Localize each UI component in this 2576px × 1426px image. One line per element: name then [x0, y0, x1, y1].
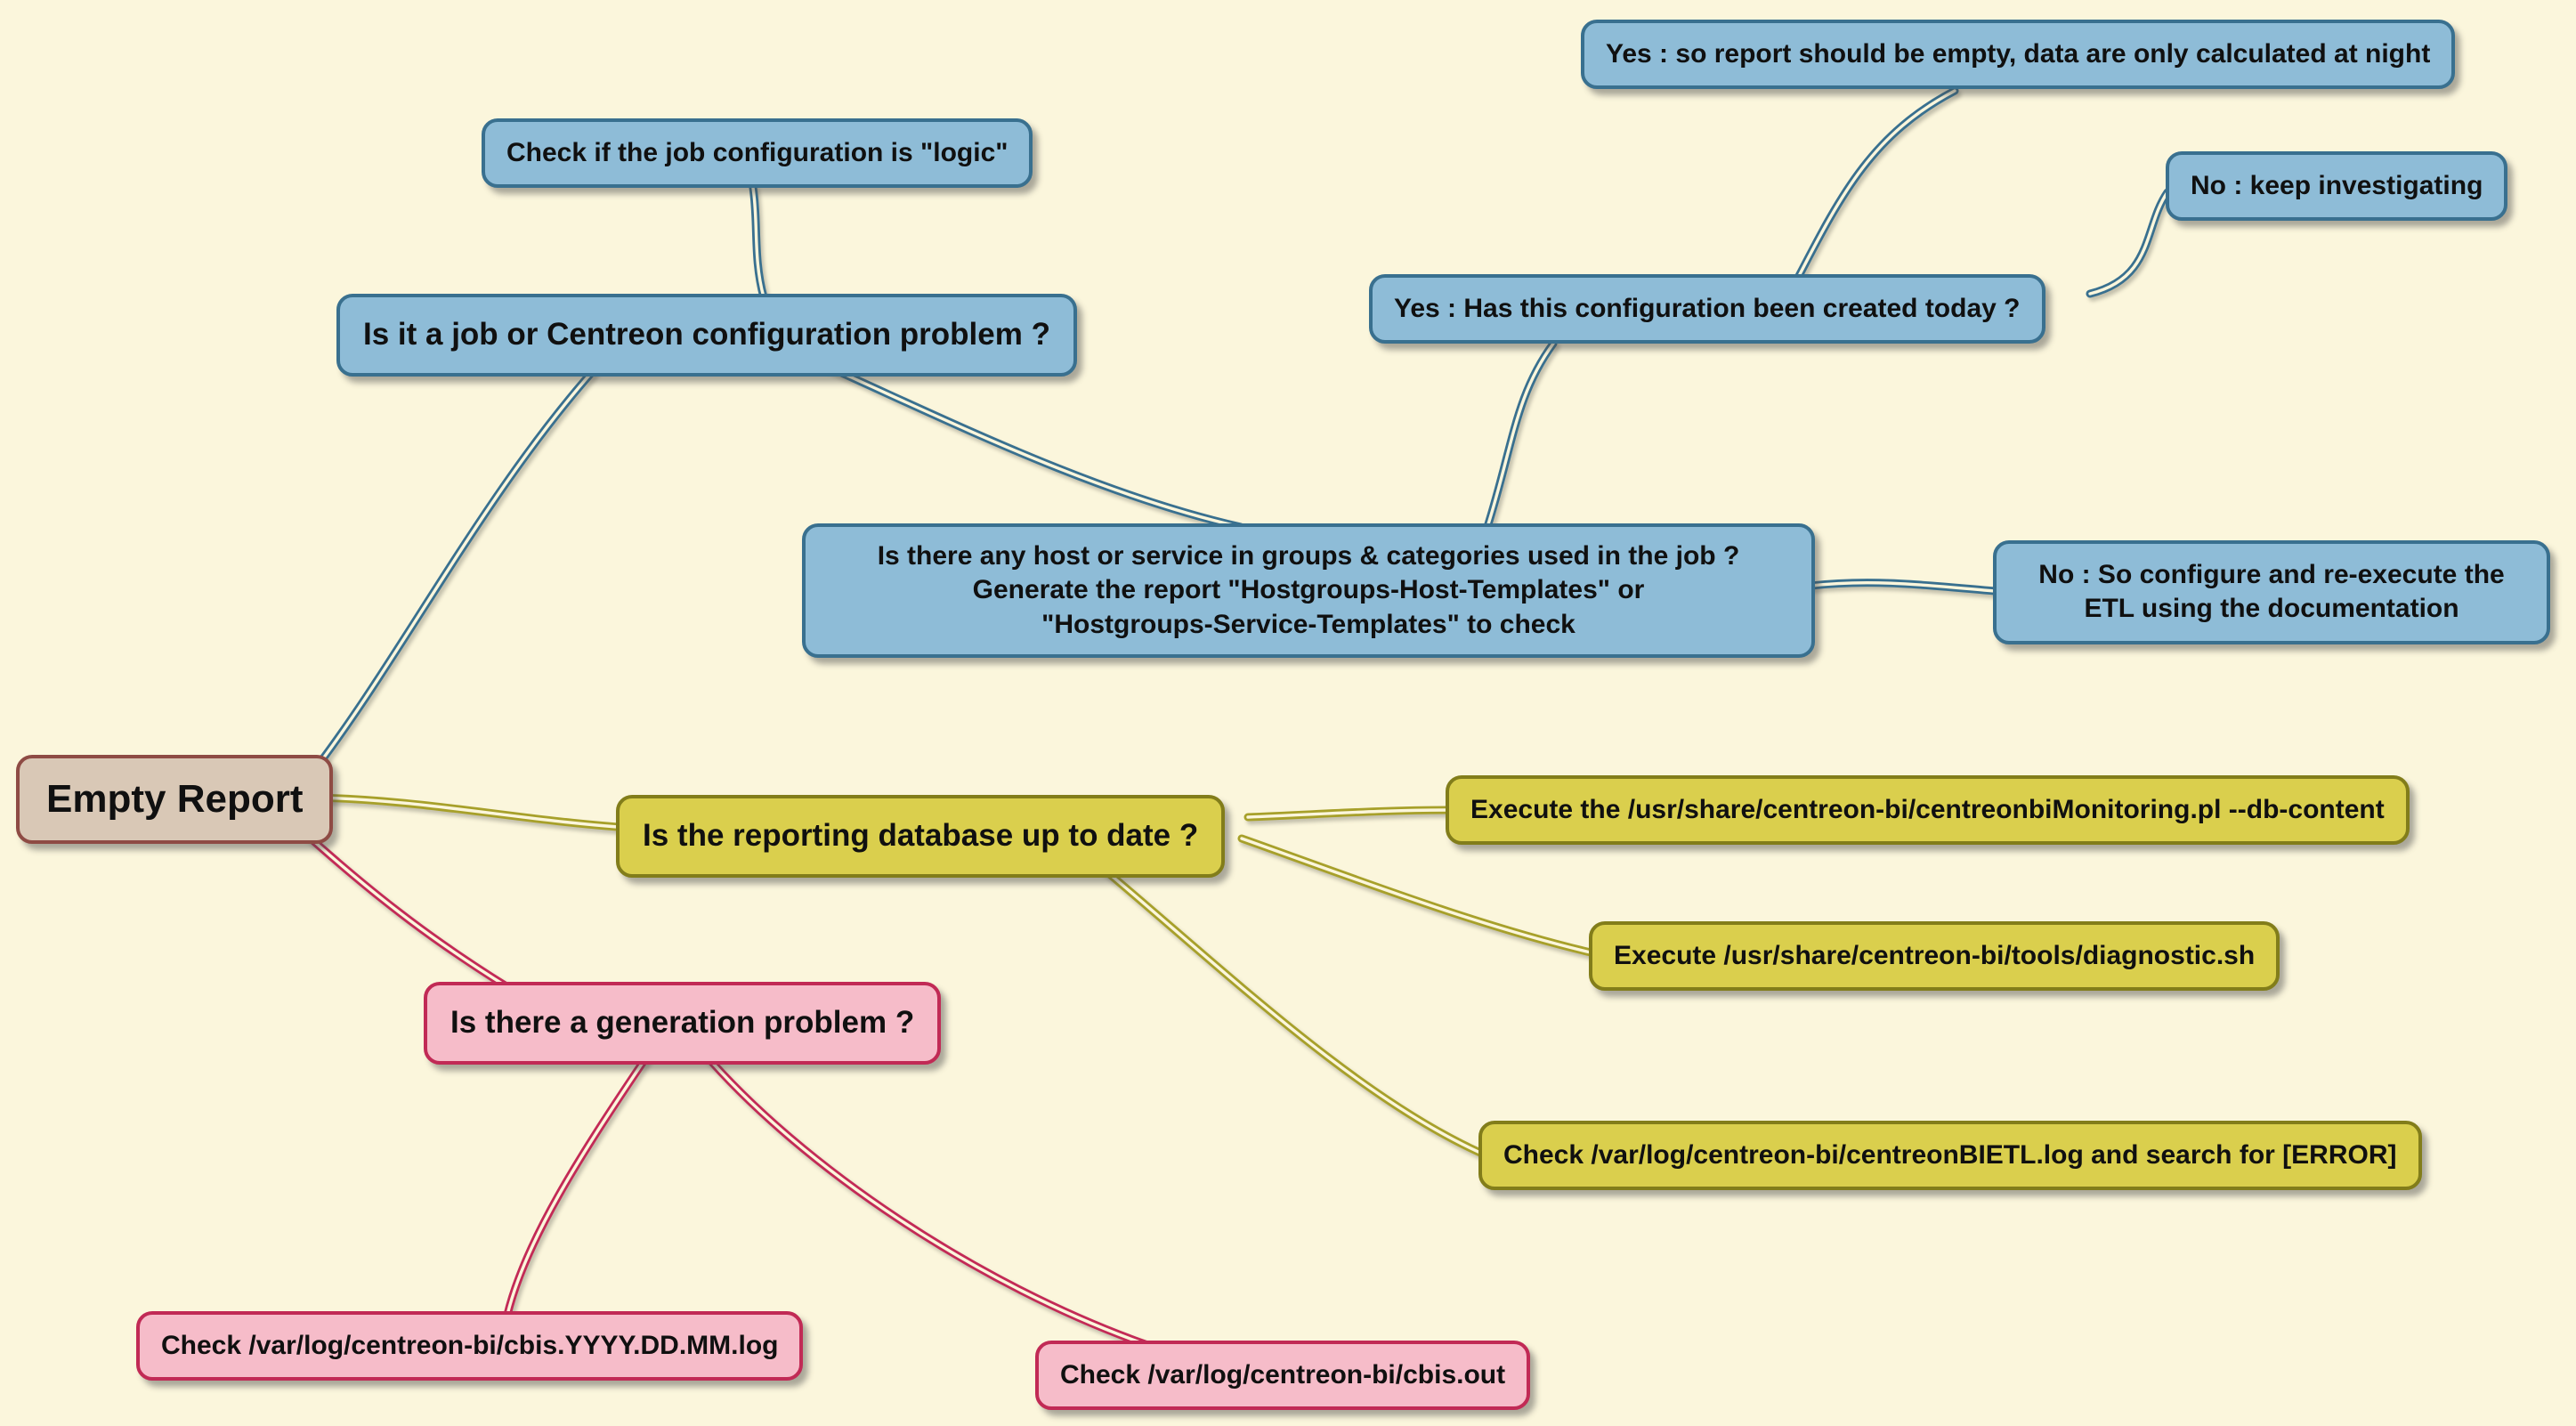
edge-empty-report-to-config-problem — [310, 371, 593, 776]
node-hostgroups-check[interactable]: Is there any host or service in groups &… — [802, 523, 1815, 659]
node-check-job-config-logic[interactable]: Check if the job configuration is "logic… — [482, 118, 1033, 189]
node-execute-centreonbimonitoring[interactable]: Execute the /usr/share/centreon-bi/centr… — [1446, 775, 2410, 846]
edge-generation-problem-to-cbis-dated-log — [507, 1052, 650, 1315]
edge-created-today-to-empty-at-night — [1799, 91, 1955, 276]
edge-empty-report-to-db-up-to-date — [313, 798, 618, 827]
node-check-bietl-log[interactable]: Check /var/log/centreon-bi/centreonBIETL… — [1478, 1121, 2422, 1191]
node-config-created-today[interactable]: Yes : Has this configuration been create… — [1369, 274, 2045, 344]
node-check-cbis-out[interactable]: Check /var/log/centreon-bi/cbis.out — [1035, 1341, 1531, 1411]
edge-config-problem-to-hostgroups — [828, 367, 1241, 527]
node-execute-diagnostic-sh[interactable]: Execute /usr/share/centreon-bi/tools/dia… — [1589, 921, 2280, 992]
edge-hostgroups-to-created-today — [1487, 344, 1553, 527]
edge-created-today-to-keep-investigating — [2090, 192, 2167, 294]
edge-hostgroups-to-configure-etl — [1811, 583, 1995, 591]
edge-db-up-to-date-to-diagnostic-sh — [1242, 839, 1591, 952]
node-generation-problem[interactable]: Is there a generation problem ? — [424, 982, 942, 1065]
node-check-cbis-dated-log[interactable]: Check /var/log/centreon-bi/cbis.YYYY.DD.… — [136, 1311, 804, 1381]
node-report-empty-at-night[interactable]: Yes : so report should be empty, data ar… — [1581, 20, 2456, 90]
node-reporting-db-up-to-date[interactable]: Is the reporting database up to date ? — [616, 795, 1226, 878]
edge-db-up-to-date-to-bietl-log — [1095, 862, 1480, 1153]
node-empty-report[interactable]: Empty Report — [16, 755, 334, 845]
node-configure-reexecute-etl[interactable]: No : So configure and re-execute the ETL… — [1993, 540, 2550, 644]
node-keep-investigating[interactable]: No : keep investigating — [2166, 151, 2508, 222]
node-job-config-problem[interactable]: Is it a job or Centreon configuration pr… — [336, 294, 1077, 377]
edge-config-problem-to-check-logic — [753, 188, 764, 297]
edge-empty-report-to-generation-problem — [301, 830, 509, 988]
edge-db-up-to-date-to-monitoring-pl — [1248, 810, 1447, 817]
edge-generation-problem-to-cbis-out — [703, 1052, 1150, 1346]
